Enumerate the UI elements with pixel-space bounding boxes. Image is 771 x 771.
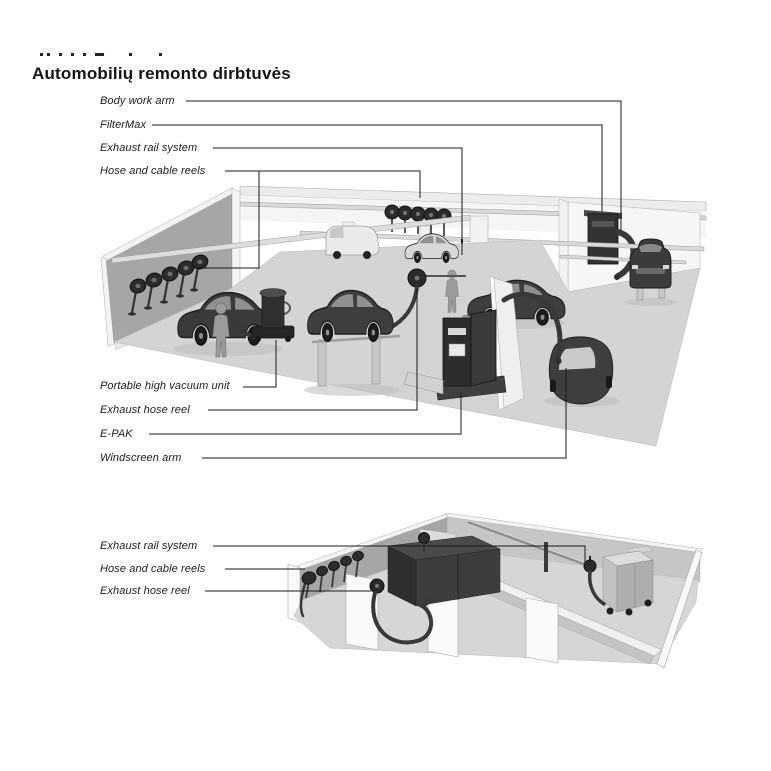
- label-exhaust-rail-system: Exhaust rail system: [100, 142, 198, 154]
- hanging-hose-reels-row: [384, 204, 452, 236]
- page-title: Automobilių remonto dirbtuvės: [32, 64, 291, 83]
- leader-exhaust-hose-reel: [208, 289, 418, 411]
- gray-truck: [602, 550, 654, 616]
- label-exhaust-rail-system-2: Exhaust rail system: [100, 540, 198, 552]
- label-body-work-arm: Body work arm: [100, 95, 175, 107]
- label-portable-high-vacuum-unit: Portable high vacuum unit: [100, 380, 230, 392]
- overhead-rail-b: [299, 230, 705, 252]
- car-on-lift: [304, 289, 401, 396]
- leader-exhaust-rail-system: [213, 147, 463, 255]
- exhaust-hose-reel: [369, 578, 434, 645]
- label-hose-and-cable-reels-2: Hose and cable reels: [100, 563, 206, 575]
- dark-truck: [387, 535, 501, 607]
- leader-epak: [149, 392, 462, 435]
- leader-portable-vacuum: [243, 340, 277, 388]
- front-pillar: [525, 597, 559, 664]
- windscreen-arm: [501, 291, 563, 365]
- portable-vacuum-unit: [236, 288, 295, 342]
- leader-windscreen-arm: [202, 368, 567, 459]
- exhaust-rail: [467, 520, 596, 570]
- front-pillar: [345, 573, 379, 651]
- body-work-lift-car: [625, 238, 677, 306]
- exhaust-rail-trolley: [583, 556, 606, 606]
- upper-workshop-illustration: [100, 185, 707, 447]
- van: [325, 225, 380, 259]
- label-e-pak: E-PAK: [100, 428, 133, 440]
- leader-exhaust-rail-system-2: [213, 545, 586, 562]
- back-left-wall: [287, 513, 450, 623]
- label-exhaust-hose-reel-2: Exhaust hose reel: [100, 585, 190, 597]
- hose-reel-drop: [418, 532, 430, 552]
- leader-hose-cable-reels: [225, 170, 421, 198]
- leader-hose-cable-reels-branch: [196, 171, 260, 269]
- label-hose-and-cable-reels: Hose and cable reels: [100, 165, 206, 177]
- wall-hose-and-cable-reels: [128, 254, 209, 316]
- right-wall: [656, 549, 703, 669]
- leader-filtermax: [152, 124, 603, 212]
- epak-unit: [403, 309, 507, 401]
- label-windscreen-arm: Windscreen arm: [100, 452, 182, 464]
- leader-lines: [149, 100, 622, 592]
- label-exhaust-hose-reel: Exhaust hose reel: [100, 404, 190, 416]
- leader-body-work-arm: [186, 100, 622, 230]
- lower-workshop-illustration: [287, 512, 703, 669]
- wall-hose-and-cable-reels: [299, 550, 364, 618]
- windscreen-arm-car: [544, 336, 620, 407]
- label-filtermax: FilterMax: [100, 119, 147, 131]
